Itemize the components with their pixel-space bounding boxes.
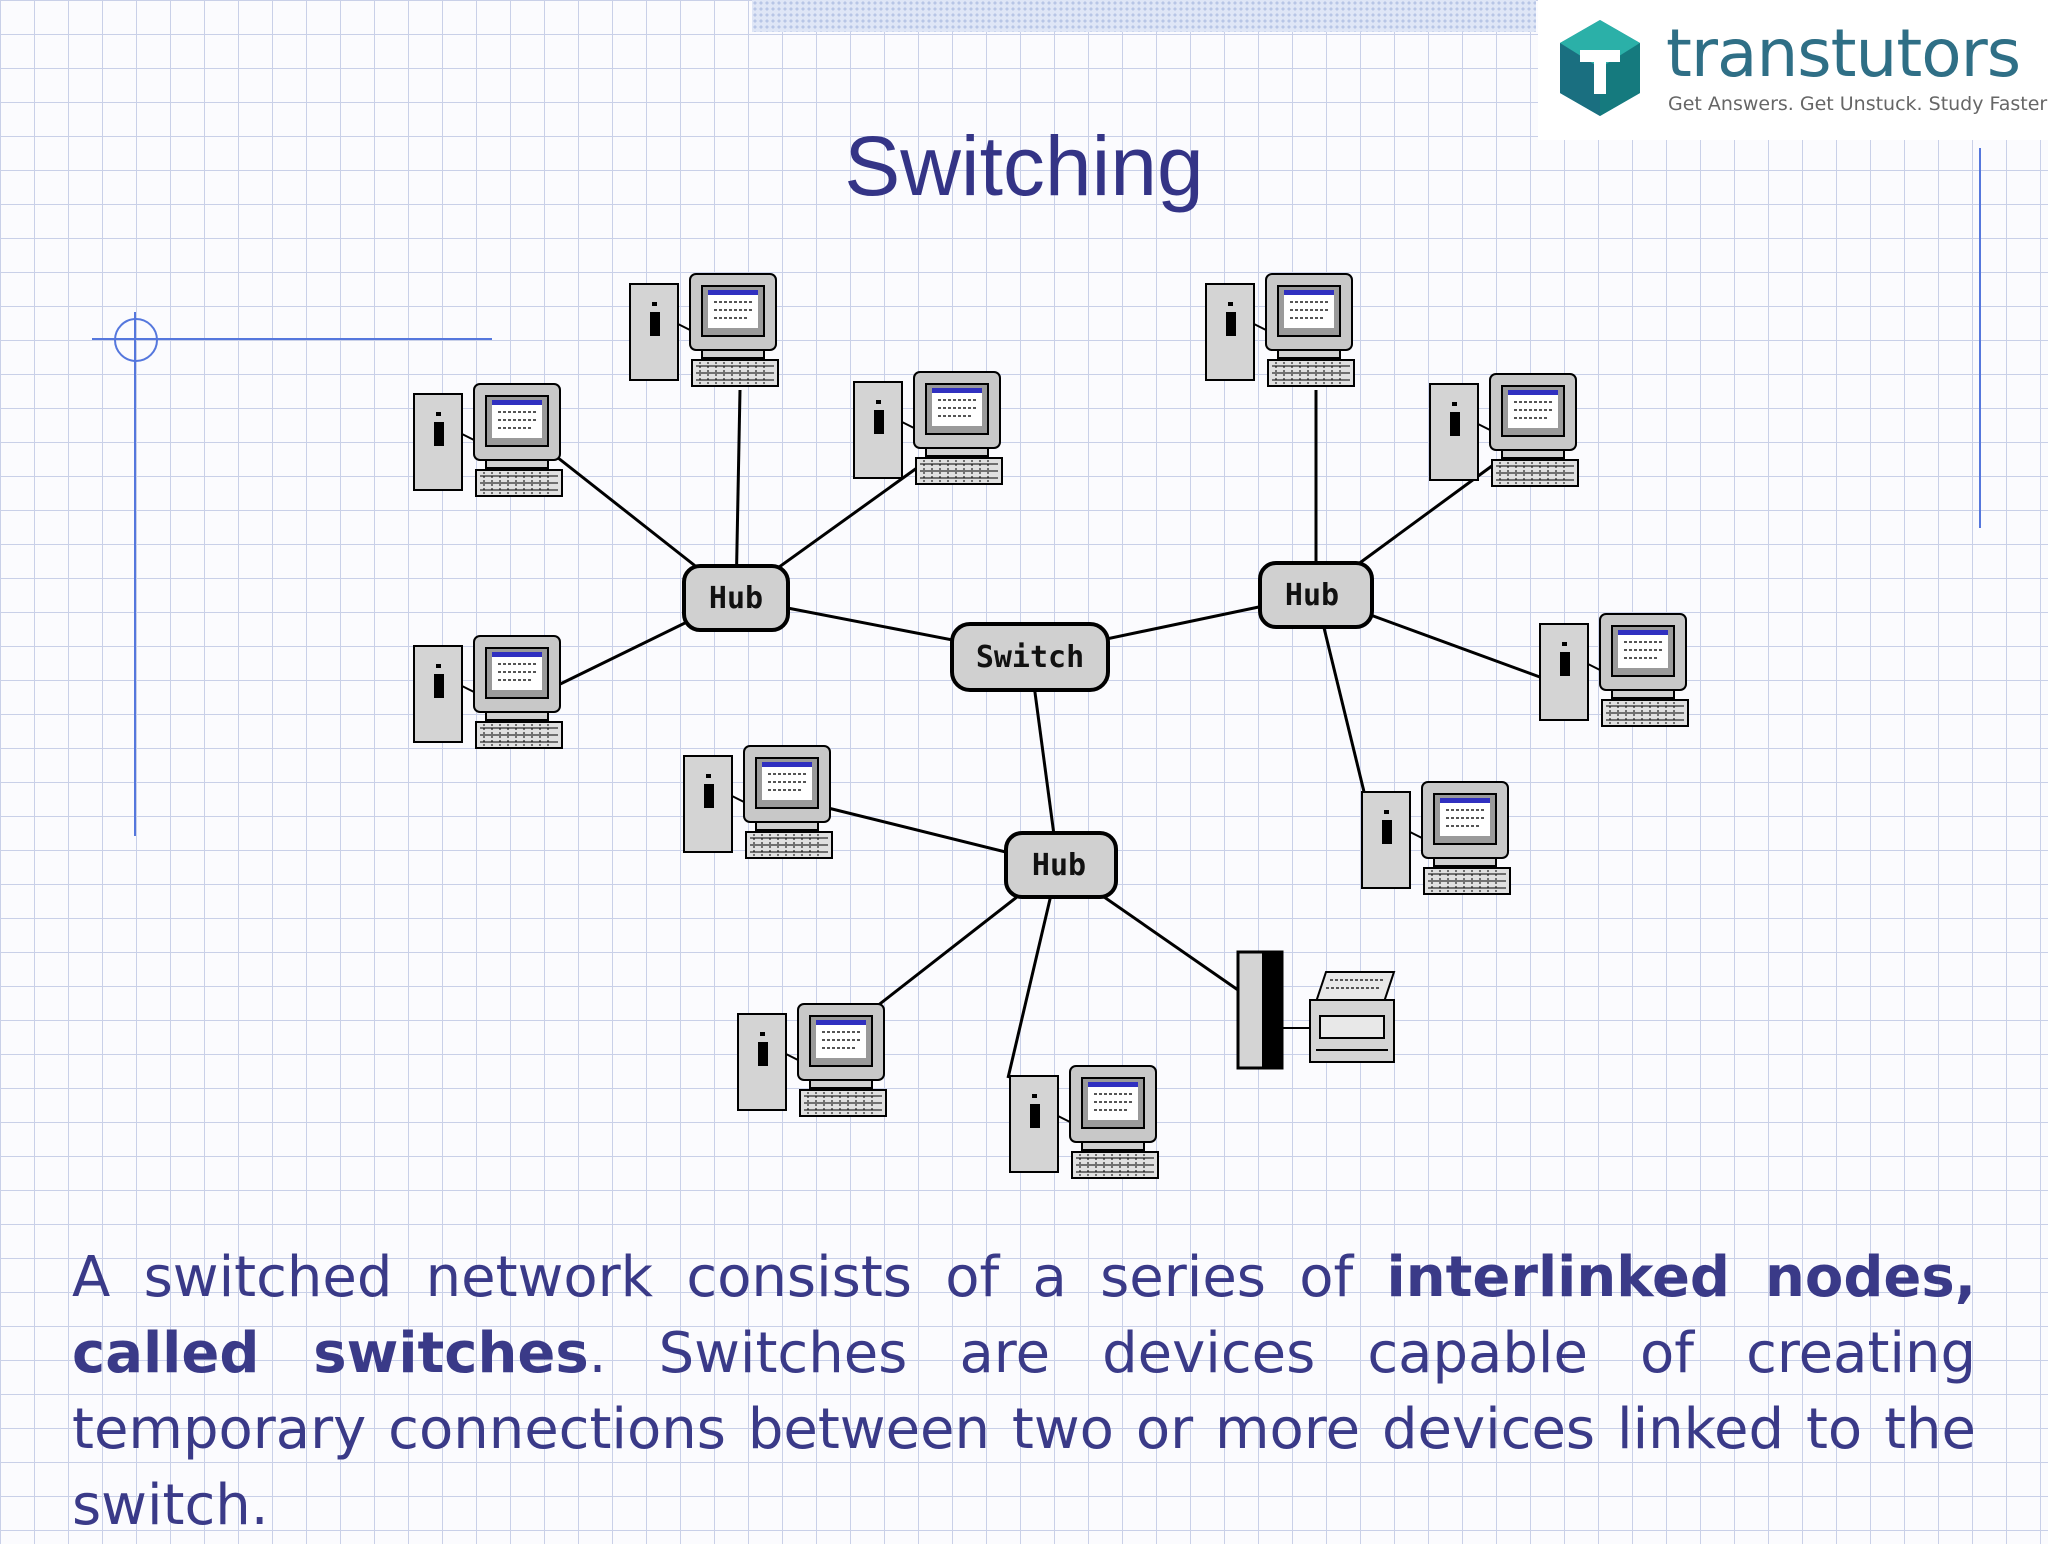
link-hubleft-pc1: [734, 389, 742, 599]
hub-right-label: Hub: [1285, 578, 1339, 613]
computer-icon: [413, 383, 563, 497]
computer-icon: [1009, 1065, 1159, 1179]
body-paragraph: A switched network consists of a series …: [72, 1240, 1976, 1544]
hub-bottom: Hub: [1004, 831, 1118, 899]
printer-icon: [1236, 950, 1396, 1070]
switch-label: Switch: [976, 640, 1084, 675]
top-pattern-band: [752, 0, 1536, 32]
computer-icon: [629, 273, 779, 387]
computer-icon: [737, 1003, 887, 1117]
hub-right: Hub: [1258, 561, 1374, 629]
computer-icon: [413, 635, 563, 749]
logo-wordmark: transtutors: [1666, 15, 2021, 92]
computer-icon: [1539, 613, 1689, 727]
switch-node: Switch: [950, 622, 1110, 692]
decorative-horizontal-line: [92, 338, 492, 340]
hub-left-label: Hub: [709, 581, 763, 616]
transtutors-logo-mark: [1560, 20, 1640, 116]
logo-tagline: Get Answers. Get Unstuck. Study Faster: [1668, 93, 2048, 115]
transtutors-logo: transtutors Get Answers. Get Unstuck. St…: [1538, 0, 2048, 140]
slide-title: Switching: [844, 119, 1204, 213]
link-hubright-pc4: [1314, 594, 1368, 801]
body-text-part1: A switched network consists of a series …: [72, 1245, 1387, 1310]
computer-icon: [1361, 781, 1511, 895]
link-hubbottom-pc3: [1006, 864, 1060, 1079]
hub-left: Hub: [682, 564, 790, 632]
computer-icon: [853, 371, 1003, 485]
body-text-part2: . Switches are devices capable of creati…: [72, 1321, 1976, 1538]
computer-icon: [1205, 273, 1355, 387]
decorative-circle: [114, 318, 158, 362]
decorative-right-line: [1979, 148, 1981, 528]
decorative-vertical-line: [134, 312, 136, 836]
links: [547, 389, 1549, 1079]
computer-icon: [683, 745, 833, 859]
computer-icon: [1429, 373, 1579, 487]
hub-bottom-label: Hub: [1032, 848, 1086, 883]
body-text-bold: interlinked nodes, called switches: [72, 1245, 1977, 1386]
